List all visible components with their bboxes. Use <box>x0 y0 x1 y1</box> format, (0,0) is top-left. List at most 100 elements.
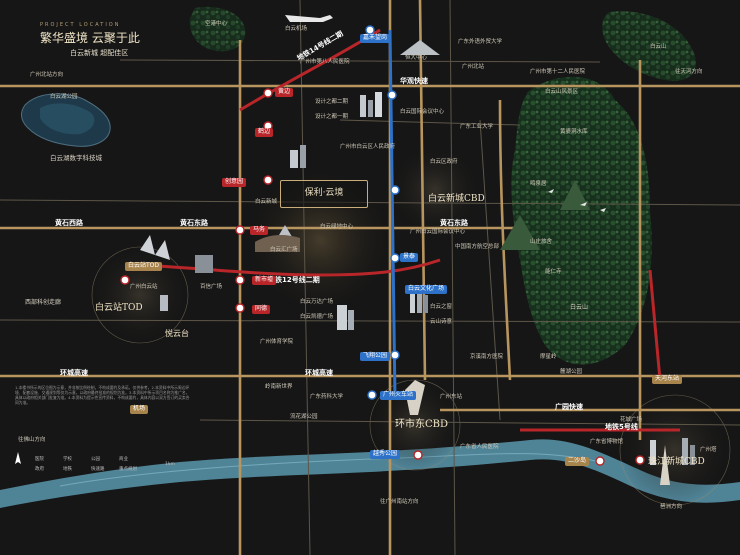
poi-p62: 黄婆洞水库 <box>560 129 588 135</box>
area-baiyun-cbd: 白云新城CBD <box>428 194 485 204</box>
station-tianhe: 天河东站 <box>652 375 683 384</box>
station-jinghu: 景泰 <box>400 253 419 262</box>
poi-p13: 白云绿地中心 <box>320 224 354 230</box>
poi-p30: 广东省博物馆 <box>590 439 624 445</box>
poi-p12: 设计之都一期 <box>315 114 349 120</box>
baiyun-lake-inner <box>40 103 95 135</box>
station-yuexiu: 越秀公园 <box>370 450 401 459</box>
poi-p25: 花城广场 <box>620 417 643 423</box>
poi-p80: 往佛山方向 <box>18 437 46 443</box>
project-name-badge[interactable]: 保利·云境 <box>280 180 368 208</box>
disclaimer-note: 1.本楼书所示的区位图为示意，并非按比例绘制，不构成要约及承诺，仅供参考。2.本… <box>15 385 190 405</box>
legend-item-4: 政府 <box>35 467 44 472</box>
poi-p63: 鸣泉居 <box>530 181 547 187</box>
metro-line12 <box>139 258 441 277</box>
area-xicun: 西部科创走廊 <box>25 299 62 306</box>
header-subtitle: 白云新城 超配佳区 <box>70 49 129 57</box>
baiyun-mountain-area <box>511 76 652 365</box>
header-slogan: 繁华盛境 云聚于此 <box>40 31 140 45</box>
poi-p18: 白云国际会议中心 <box>400 109 445 115</box>
tod-ring <box>91 246 189 344</box>
zhujiang-glow <box>620 395 730 505</box>
poi-p61: 白云山风景区 <box>545 89 579 95</box>
poi-p9: 白云凯德广场 <box>300 314 334 320</box>
area-yueyun: 悦云台 <box>165 329 189 338</box>
poi-p2: 空港中心 <box>205 21 228 27</box>
station-guangzhou-dadao: 广州火车站 <box>380 391 417 400</box>
legend-item-6: 快速路 <box>91 467 105 472</box>
cbd-glow <box>370 380 460 470</box>
legend: 医院 学校 公园 商业 政府 地铁 快速路 重点规划 1km <box>15 457 195 478</box>
poi-p22: 广东省人民医院 <box>460 444 499 450</box>
poi-p4: 白云山 <box>650 44 667 50</box>
poi-p24: 广州塔 <box>700 447 717 453</box>
station-feixiang: 飞翔公园 <box>360 352 391 361</box>
poi-p76: 琶洲方向 <box>660 504 683 510</box>
station-hezhuang: 鹤边 <box>255 128 274 137</box>
poi-p19: 广东工业大学 <box>460 124 494 130</box>
poi-p77: 往天河方向 <box>675 69 703 75</box>
poi-p6: 白云湖公园 <box>50 94 78 100</box>
area-baiyunhu: 白云湖数字科技城 <box>50 154 102 162</box>
pearl-river <box>0 439 740 508</box>
poi-p8: 白云万达广场 <box>300 299 334 305</box>
area-baiyun-mountain: 白云山 <box>570 304 589 311</box>
poi-p65: 能仁寺 <box>545 269 562 275</box>
station-baiyun-tod: 白云站TOD <box>125 262 163 271</box>
zhujiang-ring <box>619 394 731 506</box>
road-huancheng: 环城高速 <box>60 369 88 377</box>
poi-p60: 广东外语外贸大学 <box>458 39 503 45</box>
station-majing: 马务 <box>250 226 269 235</box>
top-right-hill <box>602 11 696 81</box>
scale-bar: 1km <box>165 462 175 467</box>
poi-p17: 云山诗意 <box>430 319 453 325</box>
east-road <box>498 99 512 381</box>
poi-p57: 岭南新世界 <box>265 384 293 390</box>
station-ersha: 二沙岛 <box>565 457 590 466</box>
road-huangshi-east-2: 黄石东路 <box>440 219 468 227</box>
poi-p78: 往广州南站方向 <box>380 499 419 505</box>
poi-p66: 摩星岭 <box>540 354 557 360</box>
birds <box>548 189 606 212</box>
poi-p70: 流花湖公园 <box>290 414 318 420</box>
poi-p14: 白云汇广场 <box>270 247 298 253</box>
poi-p1: 白云机场 <box>285 26 308 32</box>
legend-item-5: 地铁 <box>63 467 72 472</box>
poi-p36: 百信广场 <box>200 284 223 290</box>
poi-p15: 中国南方航空总部 <box>455 244 500 250</box>
station-baiyun-culture: 白云文化广场 <box>405 285 448 294</box>
baiyun-cbd-glow <box>390 145 480 235</box>
poi-p55: 广州体育学院 <box>260 339 294 345</box>
poi-p67: 广州市第十二人民医院 <box>530 69 586 75</box>
poi-p64: 山庄旅舍 <box>530 239 553 245</box>
poi-p38: 广州白云站 <box>130 284 158 290</box>
area-zhujiang-cbd: 珠江新城CBD <box>648 457 705 467</box>
legend-item-2: 公园 <box>91 457 100 462</box>
poi-p68: 广东药科大学 <box>310 394 344 400</box>
poi-p42: 京溪南方医院 <box>470 354 504 360</box>
station-xincheng: 新市墟 <box>252 276 277 285</box>
airplane-icon <box>285 15 333 22</box>
station-jiaoxin: 嘉禾望岗 <box>360 34 391 43</box>
poi-p51: 白云新城 <box>255 199 278 205</box>
road-huangshi-west: 黄石西路 <box>55 219 83 227</box>
station-jiahe: 机场 <box>130 405 149 414</box>
legend-item-1: 学校 <box>63 457 72 462</box>
top-left-park <box>189 6 246 52</box>
poi-p29: 广州东站 <box>440 394 463 400</box>
tod-glow <box>92 247 188 343</box>
poi-p34: 广州白云国际会议中心 <box>410 229 466 235</box>
metro-line14 <box>239 28 381 112</box>
baiyun-ave <box>418 0 427 381</box>
poi-p35: 恒大中心 <box>405 55 428 61</box>
legend-item-3: 商业 <box>119 457 128 462</box>
poi-p7: 广州北站方向 <box>30 72 64 78</box>
area-baiyun-tod: 白云站TOD <box>95 303 143 313</box>
compass-icon <box>15 452 21 464</box>
poi-p16: 白云之窗 <box>430 304 453 310</box>
legend-item-7: 重点规划 <box>119 467 137 472</box>
river-highlight <box>59 453 601 487</box>
station-tangjing: 同德 <box>252 305 271 314</box>
station-chuangye: 创意园 <box>222 178 247 187</box>
